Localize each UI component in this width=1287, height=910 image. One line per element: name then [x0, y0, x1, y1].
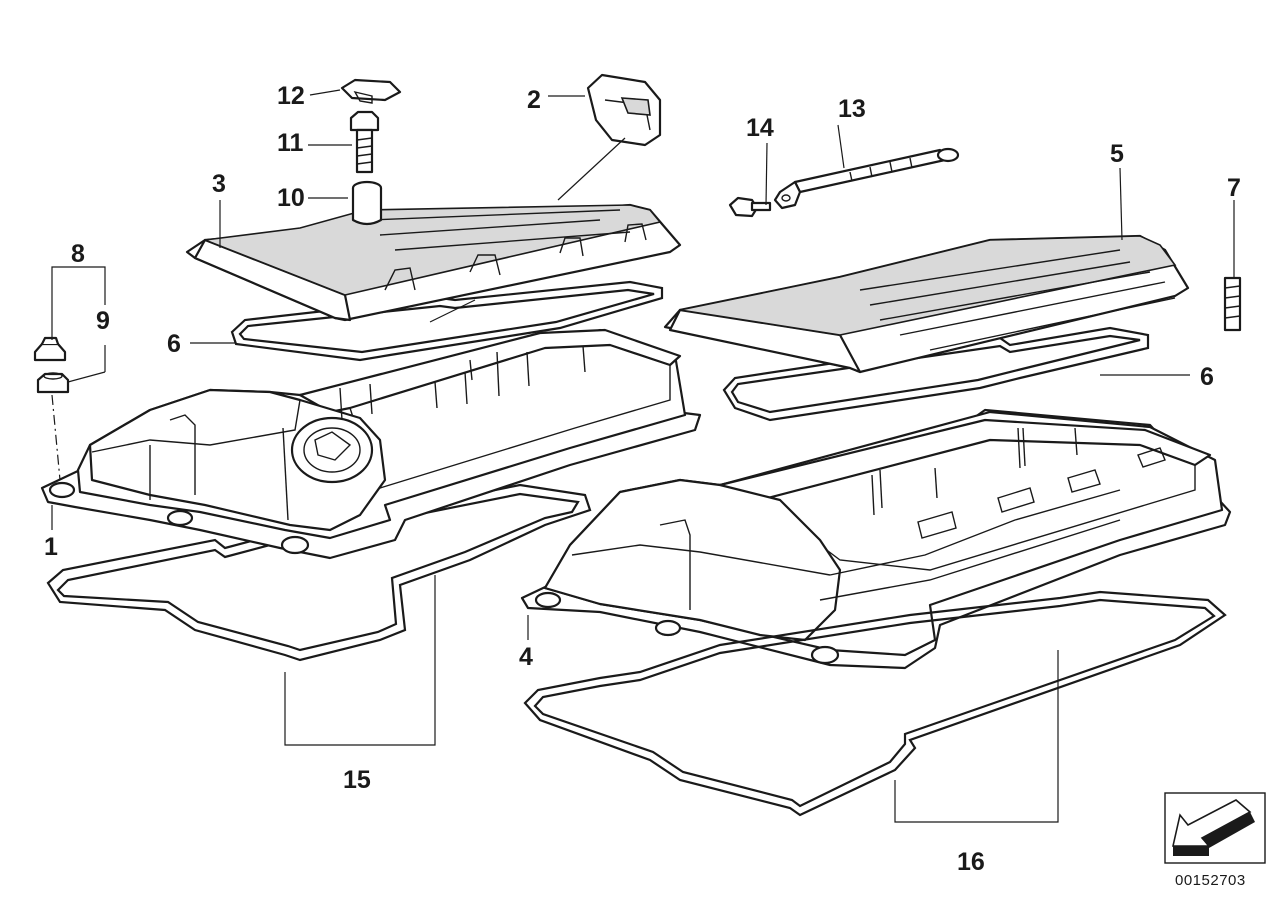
- emblem-grommet: [586, 73, 662, 147]
- callout-1: 1: [44, 533, 58, 561]
- decorative-cover-left: [185, 203, 682, 322]
- document-id: 00152703: [1175, 872, 1246, 889]
- callout-labels: 12 2 11 10 3 14 13 5 7 8 9 6 6 1 4 15 16: [44, 82, 1241, 876]
- callout-8: 8: [71, 240, 85, 268]
- orientation-arrow-box: [1164, 792, 1266, 864]
- callout-4: 4: [519, 643, 533, 671]
- callout-13: 13: [838, 95, 866, 123]
- callout-6-left: 6: [167, 330, 181, 358]
- leader-lines: [51, 89, 1235, 823]
- stud: [1223, 276, 1242, 332]
- callout-11: 11: [277, 129, 304, 157]
- nut-and-grommet: [33, 336, 70, 394]
- callout-5: 5: [1110, 140, 1124, 168]
- callout-3: 3: [212, 170, 226, 198]
- ground-strap: [773, 147, 960, 210]
- callout-6-right: 6: [1200, 363, 1214, 391]
- screw: [728, 196, 772, 218]
- callout-10: 10: [277, 184, 305, 212]
- callout-2: 2: [527, 86, 541, 114]
- bolt: [349, 110, 380, 174]
- valve-cover-left: [40, 328, 702, 560]
- gasket-right-lower: [523, 590, 1227, 817]
- callout-7: 7: [1227, 174, 1241, 202]
- callout-16: 16: [957, 848, 985, 876]
- clip: [340, 78, 402, 104]
- decorative-cover-right: [663, 234, 1190, 374]
- valve-cover-right: [520, 408, 1232, 670]
- callout-15: 15: [343, 766, 371, 794]
- callout-12: 12: [277, 82, 305, 110]
- spacer-sleeve: [351, 180, 383, 226]
- callout-14: 14: [746, 114, 774, 142]
- callout-9: 9: [96, 307, 110, 335]
